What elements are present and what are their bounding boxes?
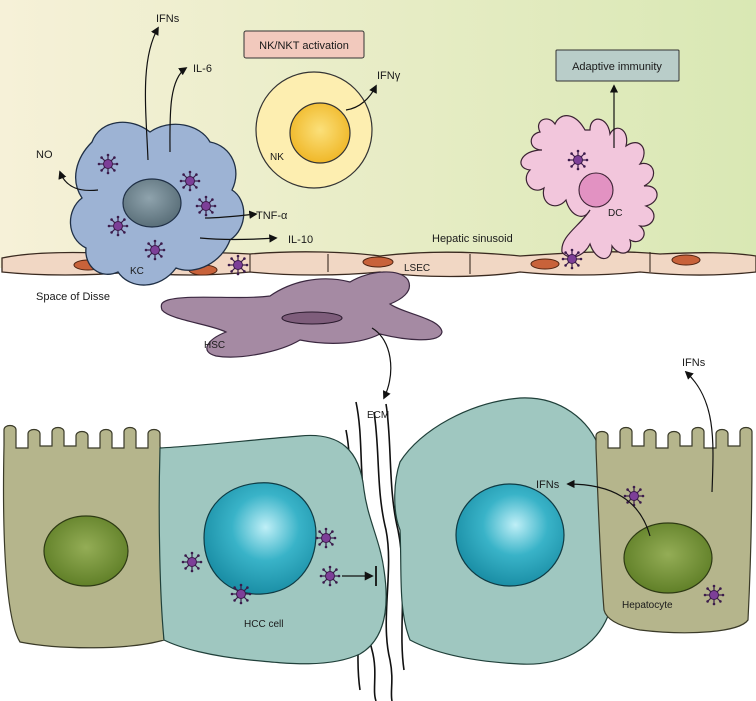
hepatocyte-right: Hepatocyte: [595, 426, 753, 634]
lsec-label: LSEC: [404, 263, 430, 274]
adaptive-immunity-box: [555, 49, 680, 82]
adaptive-immunity-label: Adaptive immunity: [572, 61, 662, 73]
virus-icon: [97, 153, 119, 175]
ifns-label-right: IFNs: [682, 357, 706, 369]
inhibition-arrow: [342, 566, 377, 586]
nk-nucleus: [289, 102, 351, 164]
nk-activation-box: [243, 30, 365, 59]
hcc-nucleus: [455, 483, 565, 587]
virus-icon: [623, 485, 645, 507]
kc-label: KC: [130, 266, 144, 277]
hepatocyte-ifn-arrows: [566, 370, 714, 537]
ecm-label: ECM: [367, 410, 389, 421]
hsc-label: HSC: [204, 340, 225, 351]
hsc-nucleus: [281, 311, 343, 325]
virus-icon: [227, 254, 249, 276]
space-of-disse-label: Space of Disse: [36, 291, 110, 303]
kc-cytokine-arrows: [58, 26, 278, 243]
virus-icon: [107, 215, 129, 237]
virus-icon: [181, 551, 203, 573]
ecm-arrow: [371, 327, 392, 400]
no-label: NO: [36, 149, 53, 161]
virus-icon: [315, 527, 337, 549]
virus-icon: [144, 239, 166, 261]
dc-nucleus: [578, 172, 614, 208]
hcc-cell-label: HCC cell: [244, 619, 283, 630]
hepatocyte-nucleus: [623, 522, 713, 594]
dendritic-cell: Adaptive immunity DC: [520, 49, 680, 260]
virus-icon: [561, 248, 583, 270]
ifng-arrow: [345, 84, 377, 111]
lsec-nucleus: [671, 254, 701, 266]
nk-cell: NK/NKT activation IFNγ NK: [243, 30, 401, 189]
nk-activation-label: NK/NKT activation: [259, 40, 349, 52]
hepatic-stellate-cell: HSC: [160, 271, 443, 400]
virus-icon: [179, 170, 201, 192]
dc-label: DC: [608, 208, 622, 219]
nk-label: NK: [270, 152, 284, 163]
ifns-label-mid: IFNs: [536, 479, 560, 491]
ifng-label: IFNγ: [377, 70, 401, 82]
virus-icon: [319, 565, 341, 587]
virus-icon: [195, 195, 217, 217]
hepatocyte-nucleus: [43, 515, 129, 587]
hepatic-sinusoid-label: Hepatic sinusoid: [432, 233, 513, 245]
tnf-alpha-label: TNF-α: [256, 210, 288, 222]
hcc-cell-left: HCC cell: [158, 434, 387, 665]
virus-icon: [230, 583, 252, 605]
il6-label: IL-6: [193, 63, 212, 75]
ifns-label-top: IFNs: [156, 13, 180, 25]
kc-nucleus: [122, 178, 182, 228]
hcc-cell-right: [394, 397, 609, 665]
kupffer-cell: [69, 121, 245, 286]
lsec-nucleus: [530, 258, 560, 270]
lsec-nucleus: [362, 256, 394, 268]
virus-icon: [703, 584, 725, 606]
hepatocyte-label: Hepatocyte: [622, 600, 673, 611]
il10-label: IL-10: [288, 234, 313, 246]
virus-icon: [567, 149, 589, 171]
hcc-nucleus: [203, 482, 317, 595]
hepatocyte-left: [2, 424, 165, 649]
